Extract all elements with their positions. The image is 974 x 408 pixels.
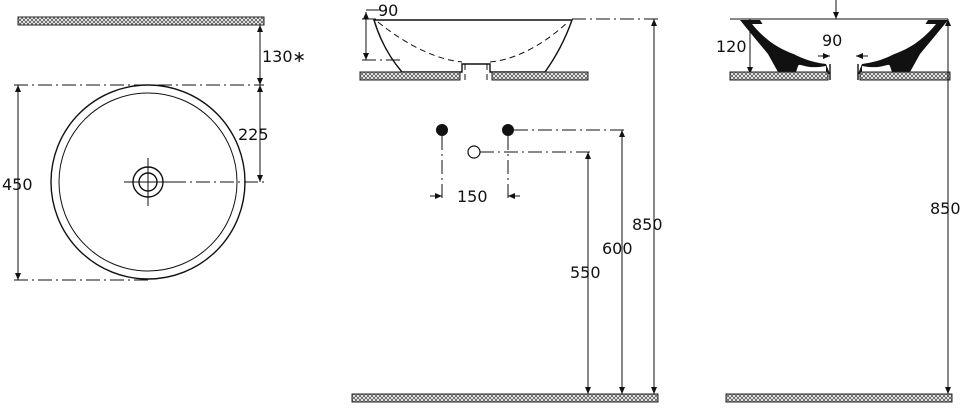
dim-label-150: 150	[457, 187, 488, 206]
dim-label-225: 225	[238, 125, 269, 144]
section-view: 120 90 850	[716, 0, 961, 403]
drain-outlet-icon	[467, 145, 481, 159]
countertop-section-right	[859, 71, 951, 81]
dim-label-850-section: 850	[930, 199, 961, 218]
basin-inner-hidden	[377, 21, 569, 63]
dim-label-90-waste: 90	[822, 31, 842, 50]
tap-right-icon	[502, 124, 514, 136]
dim-label-550: 550	[570, 263, 601, 282]
countertop-side-right	[491, 71, 589, 81]
basin-inner-rim	[58, 92, 238, 272]
dim-label-130: 130∗	[262, 47, 306, 66]
floor-strip-section	[725, 393, 953, 403]
countertop-side-left	[359, 71, 461, 81]
basin-section-inner	[752, 24, 936, 60]
plan-view: 130∗ 225 450	[2, 16, 306, 281]
dim-label-450: 450	[2, 175, 33, 194]
countertop-strip-plan	[17, 16, 265, 26]
basin-side-outline	[373, 19, 573, 73]
countertop-section-left	[729, 71, 829, 81]
dim-label-120: 120	[716, 37, 747, 56]
dim-label-850-side: 850	[632, 215, 663, 234]
dim-label-600: 600	[602, 239, 633, 258]
dim-label-rim-90: 90	[378, 1, 398, 20]
floor-strip-side	[351, 393, 659, 403]
tap-left-icon	[436, 124, 448, 136]
side-view: 90 150 550 600 850	[351, 1, 663, 403]
